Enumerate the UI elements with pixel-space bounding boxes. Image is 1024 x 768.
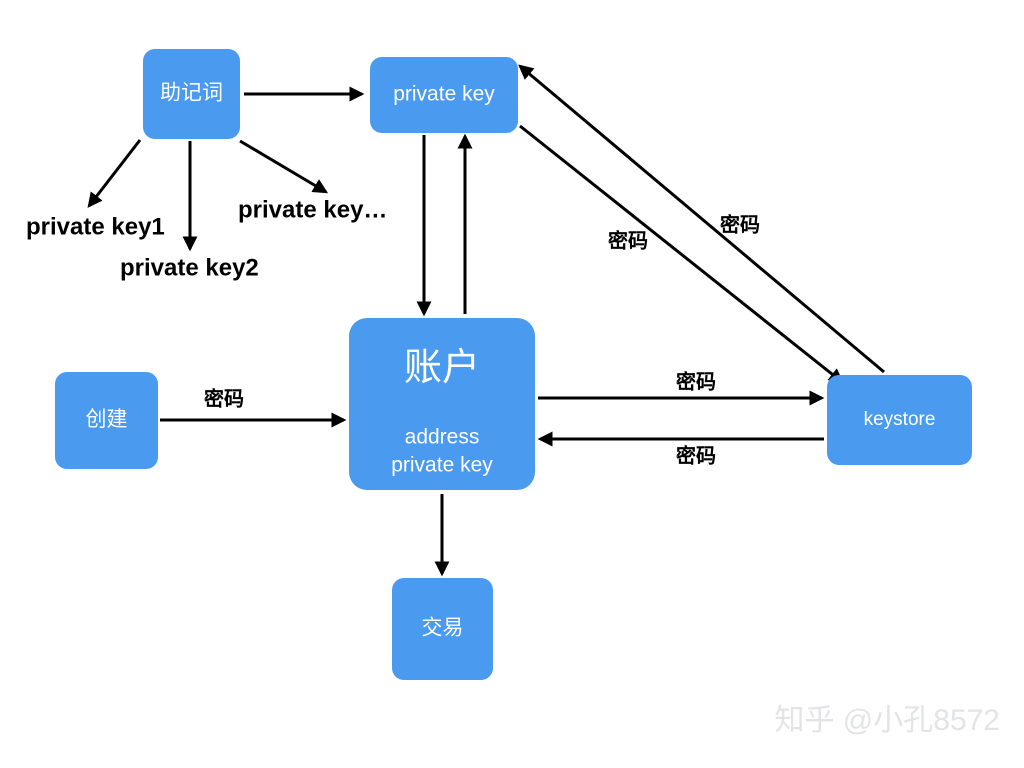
node-keystore[interactable]: keystore — [827, 375, 972, 465]
edge-keystore-to-private-key: 密码 — [518, 64, 885, 374]
node-box-private-key[interactable] — [370, 57, 518, 133]
node-account[interactable]: 账户 address private key — [349, 318, 535, 490]
node-box-transaction[interactable] — [392, 578, 493, 680]
edge-label-keystore-to-private-key: 密码 — [720, 212, 760, 236]
edge-account-to-keystore: 密码 — [538, 369, 825, 406]
edge-private-key-to-keystore: 密码 — [519, 124, 844, 384]
node-transaction[interactable]: 交易 — [392, 578, 493, 680]
node-private-key[interactable]: private key — [370, 57, 518, 133]
edge-label-private-key-to-keystore: 密码 — [608, 228, 648, 252]
node-title-mnemonic: 助记词 — [160, 82, 223, 105]
edge-label-create-to-account: 密码 — [204, 386, 244, 410]
watermark-layer: 知乎 @小孔8572 — [774, 704, 1000, 737]
edge-label-account-to-keystore: 密码 — [676, 369, 716, 393]
node-subtitle-account-1: private key — [391, 454, 493, 477]
node-box-account[interactable] — [349, 318, 535, 490]
leaf-label-private-key-2: private key2 — [120, 254, 259, 281]
edge-mnemonic-to-private-key-1 — [87, 139, 142, 208]
node-title-private-key: private key — [393, 83, 495, 106]
leaf-label-private-key-1: private key1 — [26, 213, 165, 240]
edge-line — [519, 124, 844, 384]
node-title-create: 创建 — [86, 408, 128, 431]
node-title-keystore: keystore — [864, 409, 936, 430]
node-box-mnemonic[interactable] — [143, 49, 240, 139]
edge-mnemonic-to-private-key-n — [239, 139, 329, 194]
edge-keystore-to-account: 密码 — [537, 431, 824, 467]
edge-line — [87, 139, 142, 208]
node-title-account: 账户 — [404, 347, 480, 389]
node-mnemonic[interactable]: 助记词 — [143, 49, 240, 139]
leaf-labels-layer: private key1 private key2 private key… — [26, 196, 387, 281]
node-create[interactable]: 创建 — [55, 372, 158, 469]
nodes-layer: 助记词 private key 创建 账户 address private key keys… — [55, 49, 972, 680]
node-subtitle-account-0: address — [405, 426, 480, 449]
edge-create-to-account: 密码 — [160, 386, 347, 428]
leaf-label-private-key-n: private key… — [238, 196, 387, 223]
watermark-label: 知乎 @小孔8572 — [774, 704, 1000, 737]
edge-label-keystore-to-account: 密码 — [676, 443, 716, 467]
edge-line — [518, 64, 885, 374]
node-title-transaction: 交易 — [422, 617, 464, 640]
edge-line — [239, 139, 329, 194]
node-box-keystore[interactable] — [827, 375, 972, 465]
node-box-create[interactable] — [55, 372, 158, 469]
